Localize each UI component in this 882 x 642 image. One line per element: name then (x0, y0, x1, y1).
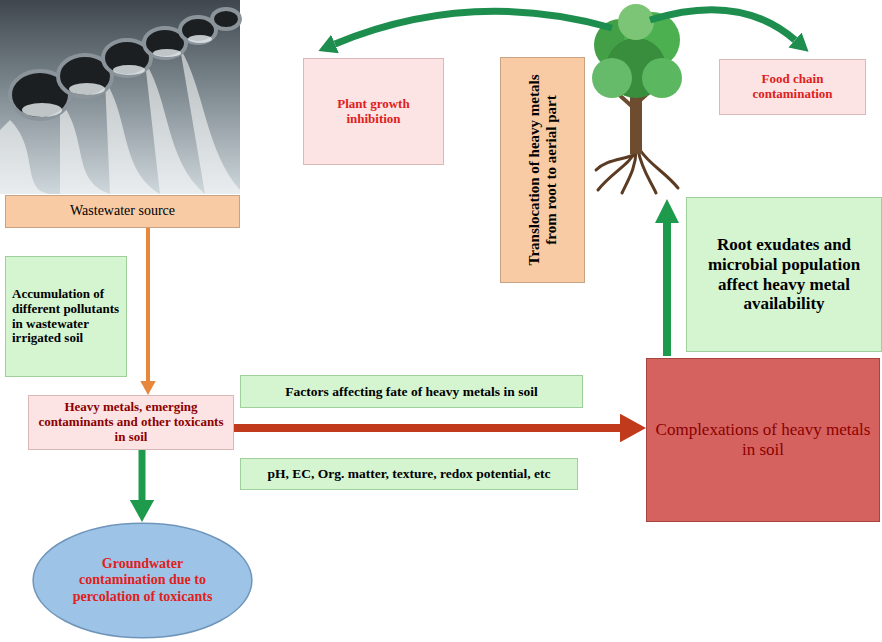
box-label: pH, EC, Org. matter, texture, redox pote… (268, 466, 551, 482)
text-group: Translocation of heavy metals from root … (525, 62, 560, 278)
flow-arrow (655, 199, 679, 356)
note-box: Root exudates and microbial population a… (686, 197, 882, 352)
box-label: Heavy metals, emerging contaminants and … (35, 400, 227, 445)
process-box: Translocation of heavy metals from root … (500, 57, 585, 283)
text-group: Groundwater contamination due to percola… (73, 556, 213, 604)
box-label: Wastewater source (70, 203, 175, 219)
text-group: Plant growth inhibition (310, 97, 437, 127)
text-group: Root exudates and microbial population a… (693, 235, 875, 313)
text-group: Heavy metals, emerging contaminants and … (35, 400, 227, 445)
ellipse-shape (33, 523, 252, 638)
process-box: Heavy metals, emerging contaminants and … (28, 395, 234, 450)
effect-box: Food chain contamination (719, 59, 866, 115)
text-group: Wastewater source (70, 203, 175, 219)
box-label: Root exudates and microbial population a… (693, 235, 875, 313)
note-box: Accumulation of different pollutants in … (5, 256, 127, 377)
text-group: Accumulation of different pollutants in … (12, 287, 120, 347)
box-label: Groundwater contamination due to percola… (73, 556, 213, 604)
flow-arrow (234, 424, 620, 432)
wastewater-photo (0, 0, 240, 194)
factor-box: pH, EC, Org. matter, texture, redox pote… (240, 458, 578, 490)
flow-arrow (650, 10, 795, 40)
source-box: Wastewater source (5, 195, 240, 228)
box-label: Food chain contamination (726, 72, 859, 102)
text-group: Complexations of heavy metals in soil (653, 420, 873, 459)
box-label: Accumulation of different pollutants in … (12, 287, 120, 347)
box-label: Factors affecting fate of heavy metals i… (285, 384, 537, 400)
tree-illustration (592, 4, 682, 193)
text-group: pH, EC, Org. matter, texture, redox pote… (268, 466, 551, 482)
text-group: Food chain contamination (726, 72, 859, 102)
flow-arrow (335, 11, 612, 44)
box-label: Translocation of heavy metals from root … (525, 62, 560, 278)
box-label: Complexations of heavy metals in soil (653, 420, 873, 459)
box-label: Plant growth inhibition (310, 97, 437, 127)
flow-arrow (146, 228, 150, 381)
flow-arrow (139, 450, 146, 500)
outcome-ellipse: Groundwater contamination due to percola… (32, 522, 253, 639)
factor-box: Factors affecting fate of heavy metals i… (240, 375, 583, 408)
process-box: Complexations of heavy metals in soil (646, 358, 880, 522)
effect-box: Plant growth inhibition (303, 58, 444, 165)
text-group: Factors affecting fate of heavy metals i… (285, 384, 537, 400)
